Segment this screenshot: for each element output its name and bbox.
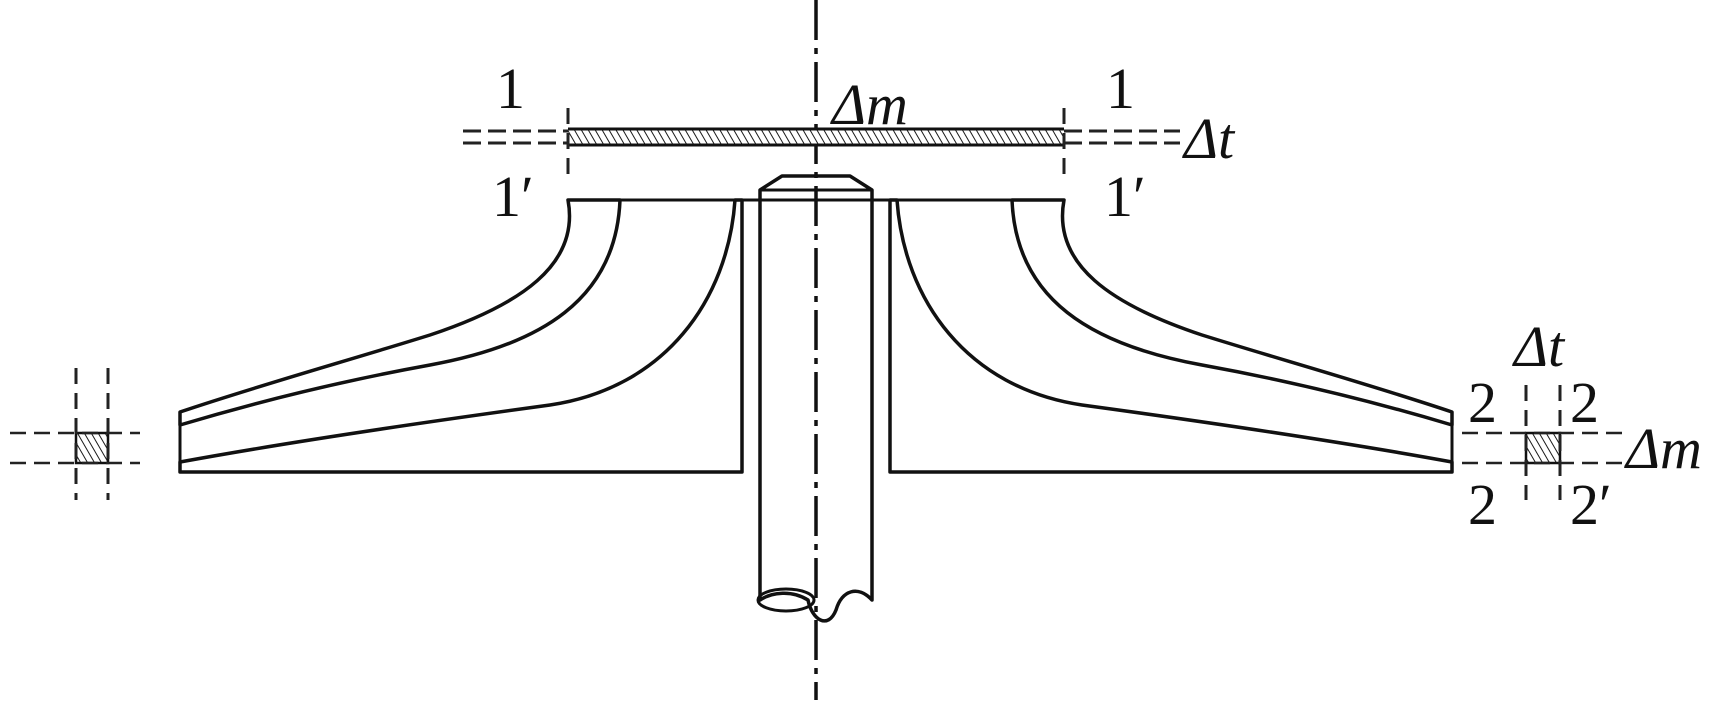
inlet-mass-band (568, 129, 1064, 145)
label-time-step-top: Δt (1182, 106, 1236, 171)
label-outlet-right-top: 2 (1570, 370, 1599, 435)
label-mass-element-top: Δm (830, 72, 908, 137)
right-outlet-mass (1524, 431, 1562, 465)
label-outlet-left-top: 2 (1468, 370, 1497, 435)
right-hub (888, 198, 1454, 474)
shaft-break (756, 587, 816, 613)
inlet-mass-element (463, 108, 1180, 182)
left-outlet-element (10, 368, 140, 500)
shaft-body (758, 174, 874, 623)
label-outlet-left-bottom: 2 (1468, 472, 1497, 537)
label-inlet-left-top: 1 (496, 56, 525, 121)
left-hub (178, 198, 744, 474)
label-inlet-right-bottom: 1′ (1104, 164, 1146, 229)
label-time-step-right: Δt (1512, 314, 1566, 379)
label-inlet-left-bottom: 1′ (492, 164, 534, 229)
right-outlet-element (1462, 385, 1625, 500)
label-outlet-right-bottom: 2′ (1570, 472, 1612, 537)
left-shroud (178, 198, 622, 427)
label-inlet-right-top: 1 (1106, 56, 1135, 121)
label-mass-element-right: Δm (1624, 416, 1702, 481)
left-outlet-mass (74, 431, 110, 465)
right-shroud (1010, 198, 1454, 427)
